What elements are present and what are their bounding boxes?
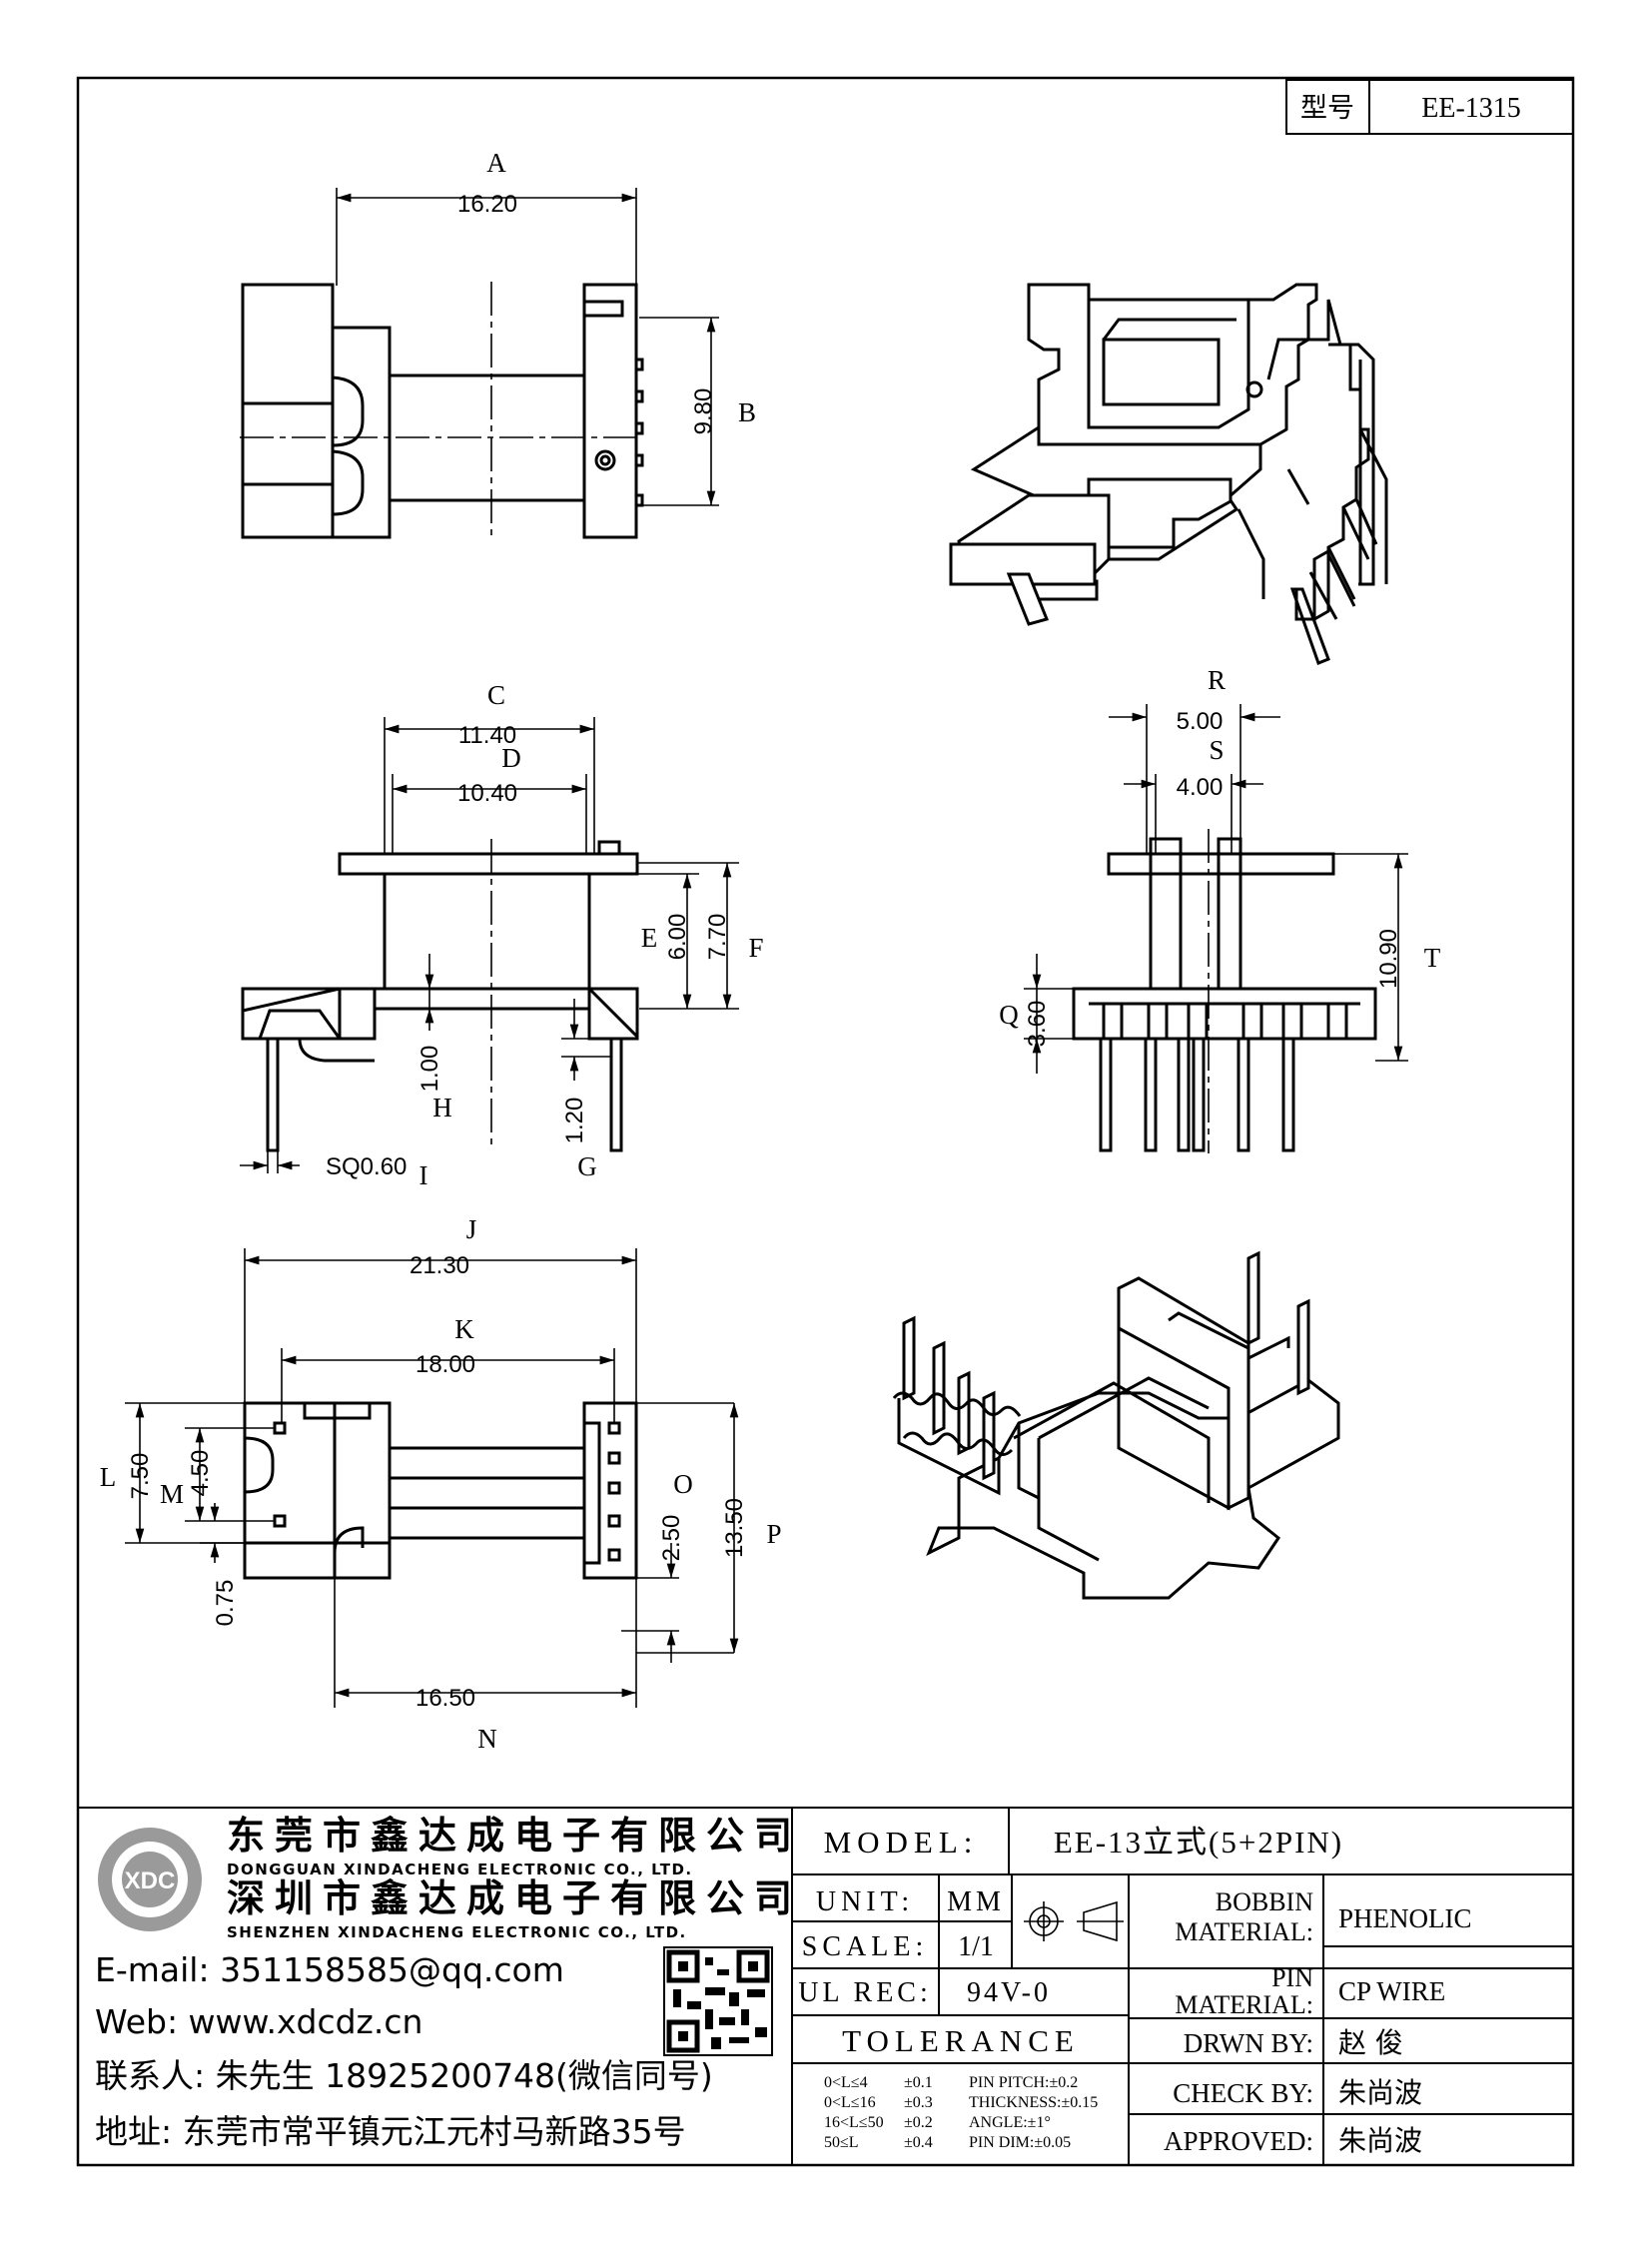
dim-t-letter: T [1424,943,1441,973]
dim-k-letter: K [454,1314,474,1344]
company-name-sz: 深圳市鑫达成电子有限公司 [227,1876,802,1920]
dim-o-value: 2.50 [658,1515,685,1562]
dim-l-value: 7.50 [127,1453,154,1500]
tol-value-2: ±0.3 [904,2094,933,2111]
dim-t-value: 10.90 [1375,929,1402,989]
dim-f-value: 7.70 [704,914,731,961]
dim-k-value: 18.00 [415,1351,475,1378]
dim-d-value: 10.40 [457,780,517,807]
header-model-box: 型号 EE-1315 [1285,79,1574,135]
company-address: 地址: 东莞市常平镇元江元村马新路35号 [95,2112,686,2151]
dim-i-value: SQ0.60 [326,1153,407,1180]
tolerance-label: TOLERANCE [842,2023,1080,2058]
tol-value-3: ±0.2 [904,2114,933,2131]
pin-value: CP WIRE [1338,1976,1445,2006]
dim-q-value: 3.60 [1024,1001,1051,1048]
dim-h-letter: H [432,1093,452,1122]
dim-e-letter: E [641,923,658,953]
scale-label: SCALE: [802,1931,928,1962]
dim-m-value: 4.50 [187,1450,214,1497]
dim-r-value: 5.00 [1177,708,1224,735]
logo-text: XDC [125,1868,176,1894]
dim-s-letter: S [1209,735,1224,765]
tol-range-3: 16<L≤50 [824,2114,884,2131]
tol-value-4: ±0.4 [904,2134,933,2151]
dim-c-value: 11.40 [458,722,516,749]
iso-view-top [949,283,1388,665]
dim-s-value: 4.00 [1177,774,1224,801]
check-label: CHECK BY: [1173,2078,1313,2108]
model-number: EE-1315 [1421,93,1521,124]
dim-f-letter: F [748,933,763,963]
tol-spec-4: PIN DIM:±0.05 [969,2134,1071,2151]
dim-d-letter: D [501,743,521,773]
projection-symbol [1024,1900,1124,1942]
approved-value: 朱尚波 [1338,2124,1422,2157]
dim-i-letter: I [419,1160,428,1190]
drawn-value: 赵 俊 [1338,2026,1403,2059]
pin-label-2: MATERIAL: [1175,1990,1313,2019]
pin-label-1: PIN [1271,1963,1313,1992]
front-view: C 11.40 D 10.40 6.00 E 7.70 F 1.00 H 1.2… [240,680,764,1190]
company-contact: 联系人: 朱先生 18925200748(微信同号) [95,2056,713,2095]
model-value: EE-13立式(5+2PIN) [1054,1825,1343,1860]
company-logo: XDC [98,1828,202,1931]
tol-spec-3: ANGLE:±1° [969,2114,1051,2131]
side-view: R 5.00 S 4.00 10.90 T 3.60 Q [999,665,1441,1153]
unit-label: UNIT: [816,1886,914,1917]
drawn-label: DRWN BY: [1184,2028,1313,2058]
company-web[interactable]: Web: www.xdcdz.cn [95,2002,422,2041]
company-name-dg: 东莞市鑫达成电子有限公司 [227,1814,802,1858]
iso-view-bottom [892,1250,1340,1600]
dim-o-letter: O [673,1469,693,1499]
scale-value: 1/1 [958,1931,994,1962]
dim-h-value: 1.00 [416,1046,443,1093]
ulrec-label: UL REC: [798,1977,932,2008]
dim-b-value: 9.80 [690,388,717,435]
ulrec-value: 94V-0 [967,1977,1051,2008]
tolerance-table: 0<L≤4 ±0.1 PIN PITCH:±0.2 0<L≤16 ±0.3 TH… [824,2074,1098,2151]
tol-spec-1: PIN PITCH:±0.2 [969,2074,1078,2091]
sheet-border [76,76,1575,2167]
title-block: XDC 东莞市鑫达成电子有限公司 DONGGUAN XINDACHENG ELE… [78,1807,1573,2165]
bobbin-value: PHENOLIC [1338,1903,1472,1933]
dim-m-letter: M [160,1479,184,1509]
dim-q-letter: Q [999,1000,1019,1030]
dim-n-value: 16.50 [415,1685,475,1712]
approved-label: APPROVED: [1164,2126,1313,2156]
dim-a-value: 16.20 [457,191,517,218]
dim-e-value: 6.00 [664,914,691,961]
tol-spec-2: THICKNESS:±0.15 [969,2094,1098,2111]
dim-j-value: 21.30 [410,1252,469,1279]
dim-n-letter: N [477,1724,497,1754]
dim-c-letter: C [487,680,505,710]
dim-j-letter: J [466,1214,477,1244]
bobbin-label-2: MATERIAL: [1175,1917,1313,1946]
dim-p-letter: P [766,1519,781,1549]
company-name-dg-en: DONGGUAN XINDACHENG ELECTRONIC CO., LTD. [227,1861,693,1878]
tol-range-2: 0<L≤16 [824,2094,876,2111]
company-name-sz-en: SHENZHEN XINDACHENG ELECTRONIC CO., LTD. [227,1923,687,1941]
bobbin-label-1: BOBBIN [1216,1887,1313,1916]
qr-code [663,1946,773,2056]
company-email[interactable]: E-mail: 351158585@qq.com [95,1950,564,1989]
bottom-view: J 21.30 K 18.00 7.50 L 4.50 M 0.75 13.50… [100,1214,782,1754]
dim-p-value: 13.50 [721,1498,748,1558]
tol-value-1: ±0.1 [904,2074,933,2091]
dim-a-letter: A [486,148,506,178]
top-view: A 16.20 9.80 B [240,148,756,539]
unit-value: MM [947,1886,1005,1917]
check-value: 朱尚波 [1338,2076,1422,2109]
dim-b-letter: B [738,397,756,427]
dim-r-letter: R [1208,665,1226,695]
type-label: 型号 [1300,93,1354,123]
model-label: MODEL: [824,1825,979,1860]
tol-range-1: 0<L≤4 [824,2074,868,2091]
dim-g-value: 1.20 [561,1098,588,1144]
dim-l-letter: L [100,1462,117,1492]
dim-g-letter: G [577,1151,597,1181]
dim-m2-value: 0.75 [212,1580,239,1627]
tol-range-4: 50≤L [824,2134,859,2151]
